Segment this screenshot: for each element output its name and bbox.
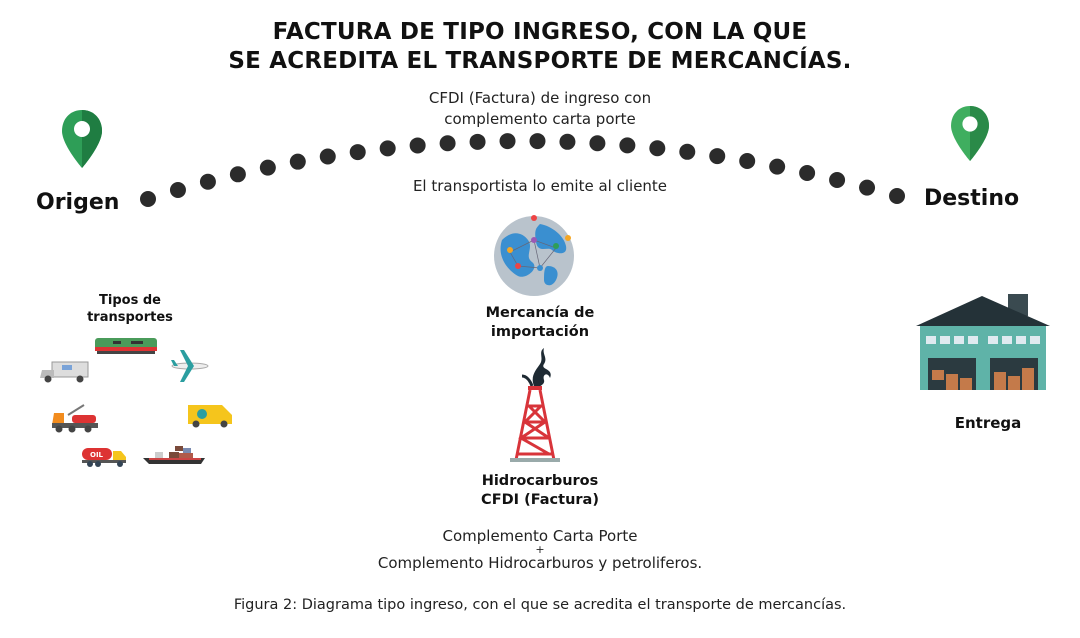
complement-hydrocarbons: Complemento Hidrocarburos y petroliferos… <box>377 554 703 572</box>
route-dot <box>889 188 905 204</box>
route-dot <box>439 135 456 152</box>
cfdi-label: CFDI (Factura) de ingreso con complement… <box>340 88 740 130</box>
delivery-label: Entrega <box>954 414 1022 432</box>
cargo-ship-icon <box>143 446 205 464</box>
hydrocarbons-label: Hidrocarburos CFDI (Factura) <box>420 472 660 510</box>
complements-label: Complemento Carta Porte + Complemento Hi… <box>290 526 790 574</box>
route-dot <box>769 158 786 175</box>
emitter-label: El transportista lo emite al cliente <box>412 177 668 195</box>
destination-pin-icon <box>951 106 989 161</box>
route-dot <box>469 133 486 150</box>
route-dot <box>319 148 336 165</box>
globe-icon <box>494 215 574 296</box>
tow-truck-icon <box>52 404 98 433</box>
route-dot <box>379 140 396 157</box>
route-dot <box>499 133 516 150</box>
diagram-title: FACTURA DE TIPO INGRESO, CON LA QUE SE A… <box>0 18 1080 76</box>
route-dot <box>799 164 816 181</box>
route-dot <box>140 191 156 207</box>
transport-types-label: Tipos de transportes <box>60 292 200 326</box>
route-dot <box>349 144 366 161</box>
plus-sign: + <box>535 543 545 556</box>
tanker-label: OIL <box>90 451 104 459</box>
destination-label: Destino <box>924 186 1020 211</box>
route-dot <box>829 171 846 188</box>
route-dot <box>709 148 726 165</box>
oil-tanker-truck-icon: OIL <box>82 448 126 467</box>
figure-caption: Figura 2: Diagrama tipo ingreso, con el … <box>233 597 847 613</box>
route-dot <box>289 153 306 170</box>
route-dot <box>409 137 426 154</box>
import-goods-label: Mercancía de importación <box>440 304 640 342</box>
import-line-2: importación <box>490 324 590 340</box>
complement-carta-porte: Complemento Carta Porte <box>442 527 638 545</box>
route-dot <box>649 140 666 157</box>
route-dot <box>529 133 546 150</box>
route-dot <box>169 181 186 198</box>
route-dot <box>259 159 276 176</box>
route-dot <box>229 166 246 183</box>
route-dot <box>589 135 606 152</box>
route-dot <box>679 143 696 160</box>
warehouse-icon <box>916 294 1050 390</box>
airplane-icon <box>171 350 209 382</box>
transport-types-line-1: Tipos de <box>99 293 161 308</box>
train-icon <box>95 338 157 354</box>
origin-pin-icon <box>62 110 102 168</box>
route-dot <box>559 133 576 150</box>
van-icon <box>40 361 89 383</box>
route-dot <box>859 179 876 196</box>
route-dot <box>739 153 756 170</box>
hydro-line-2: CFDI (Factura) <box>481 492 599 508</box>
cfdi-line-1: CFDI (Factura) de ingreso con <box>428 89 652 107</box>
origin-label: Origen <box>36 190 120 215</box>
delivery-van-icon <box>188 405 232 428</box>
title-line-2: SE ACREDITA EL TRANSPORTE DE MERCANCÍAS. <box>228 48 852 74</box>
cfdi-line-2: complemento carta porte <box>444 110 636 128</box>
transport-types-line-2: transportes <box>87 310 173 325</box>
route-dot <box>619 137 636 154</box>
title-line-1: FACTURA DE TIPO INGRESO, CON LA QUE <box>272 19 808 45</box>
oil-derrick-icon <box>510 348 560 462</box>
hydro-line-1: Hidrocarburos <box>481 473 599 489</box>
route-dot <box>199 173 216 190</box>
import-line-1: Mercancía de <box>485 305 595 321</box>
